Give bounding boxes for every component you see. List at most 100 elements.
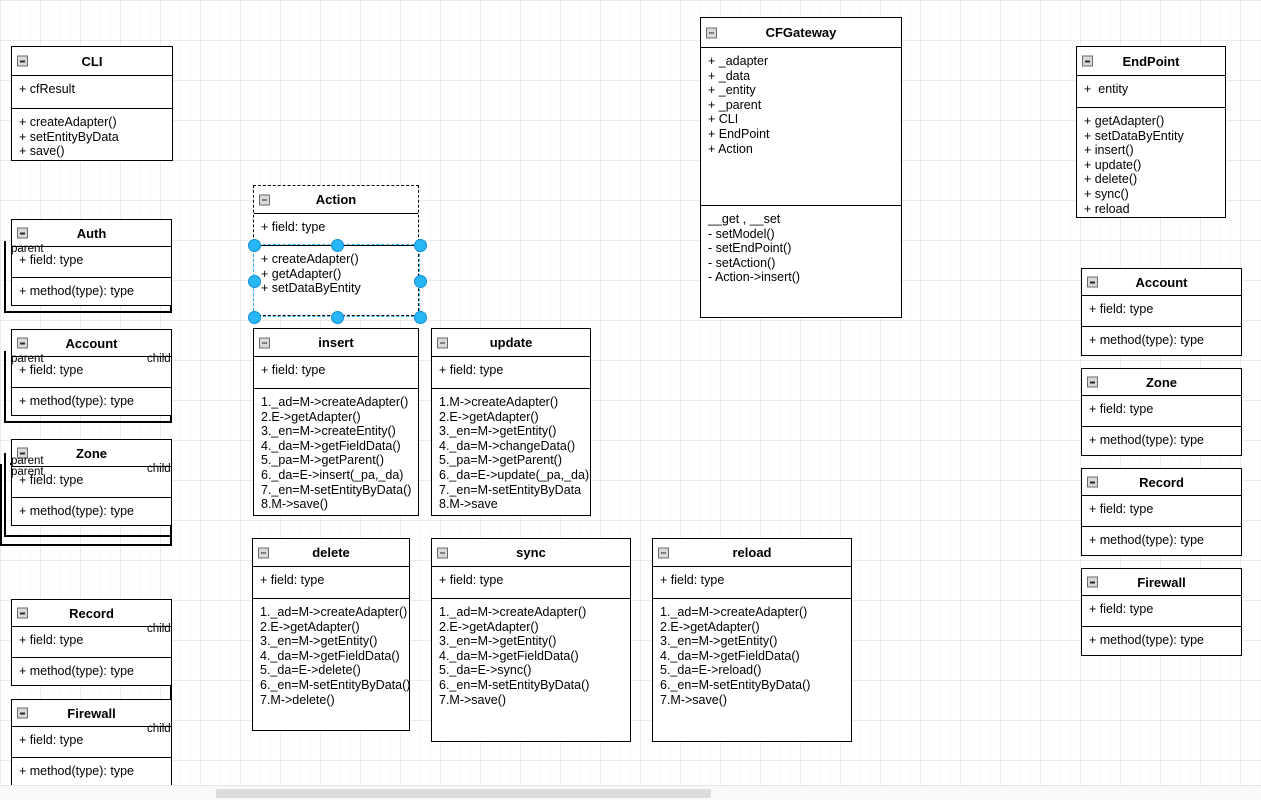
class-box-cli[interactable]: CLI+ cfResult+ createAdapter()+ setEntit…: [11, 46, 173, 161]
association-segment: [4, 351, 6, 422]
horizontal-scrollbar-track[interactable]: [0, 785, 1261, 800]
class-name-label: Firewall: [1137, 574, 1186, 590]
class-box-account-right[interactable]: Account+ field: type+ method(type): type: [1081, 268, 1242, 356]
method-line: __get , __set: [708, 212, 781, 226]
class-name-label: CFGateway: [765, 25, 837, 40]
class-title-record-right: Record: [1082, 469, 1241, 496]
attribute-line: + field: type: [439, 363, 504, 377]
class-box-record-right[interactable]: Record+ field: type+ method(type): type: [1081, 468, 1242, 556]
method-line: + update(): [1084, 157, 1142, 172]
class-name-label: insert: [318, 335, 354, 350]
collapse-minus-icon[interactable]: [658, 547, 669, 558]
attribute-line: + cfResult: [19, 82, 75, 96]
methods-compartment-firewall-left: + method(type): type: [12, 757, 171, 785]
method-line: 4._da=M->getFieldData(): [439, 648, 579, 663]
resize-handle-e[interactable]: [413, 274, 427, 288]
resize-handle-n[interactable]: [330, 238, 344, 252]
class-box-endpoint[interactable]: EndPoint+ entity+ getAdapter()+ setDataB…: [1076, 46, 1226, 218]
method-line: 7._en=M-setEntityByData: [439, 482, 582, 497]
class-name-label: Record: [1139, 474, 1184, 490]
method-line: + delete(): [1084, 172, 1138, 187]
collapse-minus-icon[interactable]: [1087, 476, 1098, 488]
method-line: + sync(): [1084, 186, 1129, 201]
resize-handle-sw[interactable]: [247, 310, 261, 324]
collapse-minus-icon[interactable]: [706, 27, 717, 38]
collapse-minus-icon[interactable]: [258, 547, 269, 558]
method-line: + method(type): type: [1089, 633, 1204, 647]
resize-handle-ne[interactable]: [413, 238, 427, 252]
horizontal-scrollbar-thumb[interactable]: [216, 789, 711, 798]
association-segment: [4, 453, 6, 536]
class-title-reload: reload: [653, 539, 851, 567]
class-title-insert: insert: [254, 329, 418, 357]
class-box-firewall-right[interactable]: Firewall + field: type + method(type): typ…: [1081, 568, 1242, 656]
class-title-zone-left: Zone: [12, 440, 171, 467]
class-box-cfgateway[interactable]: CFGateway+ _adapter+ _data+ _entity+ _pa…: [700, 17, 902, 318]
class-box-zone-right[interactable]: Zone+ field: type+ method(type): type: [1081, 368, 1242, 456]
attribute-line: + field: type: [1089, 402, 1154, 416]
method-line: 2.E->getAdapter(): [439, 409, 539, 424]
edge-label-account-left-parent: parent: [11, 353, 44, 365]
class-name-label: Account: [1135, 274, 1188, 290]
attributes-compartment-firewall-right: + field: type: [1082, 596, 1241, 626]
attributes-compartment-zone-left: + field: type: [12, 467, 171, 497]
methods-compartment-reload: 1._ad=M->createAdapter()2.E->getAdapter(…: [653, 598, 851, 713]
collapse-minus-icon[interactable]: [259, 194, 270, 205]
method-line: - Action->insert(): [708, 270, 801, 285]
resize-handle-nw[interactable]: [247, 238, 261, 252]
class-title-cli: CLI: [12, 47, 172, 76]
resize-handle-se[interactable]: [413, 310, 427, 324]
edge-label-auth-parent: parent: [11, 243, 44, 255]
class-box-zone-left[interactable]: Zone+ field: type+ method(type): type: [11, 439, 172, 526]
class-title-zone-right: Zone: [1082, 369, 1241, 396]
collapse-minus-icon[interactable]: [437, 337, 448, 348]
attribute-line: + field: type: [1089, 302, 1154, 316]
class-title-account-left: Account: [12, 330, 171, 357]
collapse-minus-icon[interactable]: [17, 227, 28, 239]
method-line: 8.M->save(): [261, 497, 329, 512]
collapse-minus-icon[interactable]: [17, 607, 28, 619]
method-line: 3._en=M->createEntity(): [261, 424, 396, 439]
collapse-minus-icon[interactable]: [437, 547, 448, 558]
attribute-line: + field: type: [1089, 502, 1154, 516]
method-line: + createAdapter(): [261, 252, 359, 266]
class-title-cfgateway: CFGateway: [701, 18, 901, 48]
collapse-minus-icon[interactable]: [1087, 576, 1098, 588]
resize-handle-w[interactable]: [247, 274, 261, 288]
resize-handle-s[interactable]: [330, 310, 344, 324]
class-title-auth: Auth: [12, 220, 171, 247]
collapse-minus-icon[interactable]: [1087, 276, 1098, 288]
class-name-label: Firewall: [67, 705, 116, 721]
attributes-compartment-record-left: + field: type: [12, 627, 171, 657]
class-box-auth[interactable]: Auth+ field: type+ method(type): type: [11, 219, 172, 306]
collapse-minus-icon[interactable]: [17, 55, 28, 67]
collapse-minus-icon[interactable]: [259, 337, 270, 348]
attribute-line: + field: type: [260, 573, 325, 587]
method-line: 3._en=M->getEntity(): [660, 634, 778, 649]
collapse-minus-icon[interactable]: [17, 447, 28, 459]
method-line: + method(type): type: [19, 394, 134, 408]
collapse-minus-icon[interactable]: [17, 707, 28, 719]
method-line: 5._da=E->delete(): [260, 663, 361, 678]
method-line: + getAdapter(): [1084, 114, 1165, 128]
class-box-account-left[interactable]: Account+ field: type + method(type): type: [11, 329, 172, 416]
edge-label-zone-left-child: child: [147, 463, 171, 475]
attributes-compartment-auth: + field: type: [12, 247, 171, 277]
collapse-minus-icon[interactable]: [1082, 55, 1093, 67]
collapse-minus-icon[interactable]: [17, 337, 28, 349]
collapse-minus-icon[interactable]: [1087, 376, 1098, 388]
methods-compartment-auth: + method(type): type: [12, 277, 171, 305]
class-box-firewall-left[interactable]: Firewall+ field: type+ method(type): typ…: [11, 699, 172, 786]
class-title-endpoint: EndPoint: [1077, 47, 1225, 76]
attribute-line: + _entity: [708, 83, 756, 98]
method-line: 5._da=E->reload(): [660, 663, 762, 678]
attributes-compartment-account-left: + field: type: [12, 357, 171, 387]
class-box-record-left[interactable]: Record+ field: type+ method(type): type: [11, 599, 172, 686]
attribute-line: + _data: [708, 68, 751, 83]
